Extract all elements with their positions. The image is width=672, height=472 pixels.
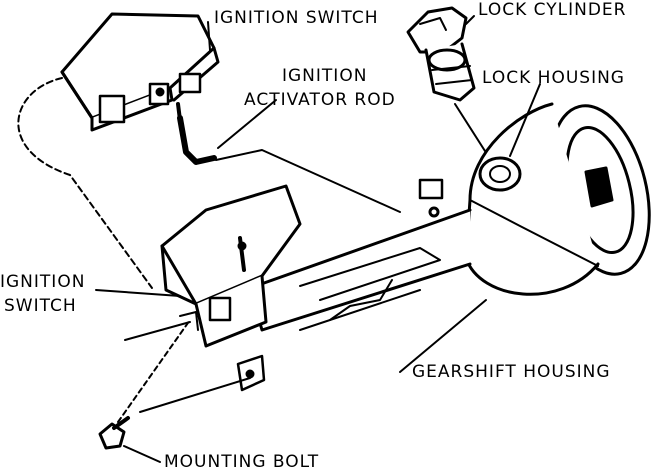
ignition-activator-rod-label-line1: IGNITION — [282, 66, 368, 86]
ignition-activator-rod-part — [176, 102, 217, 165]
ignition-activator-rod-label-line2: ACTIVATOR ROD — [244, 90, 396, 110]
ignition-switch-label-left-line2: SWITCH — [4, 296, 77, 316]
ignition-switch-label-top: IGNITION SWITCH — [214, 8, 379, 28]
mounting-bolt-label: MOUNTING BOLT — [164, 452, 320, 472]
ignition-switch-label-left-line1: IGNITION — [0, 272, 86, 292]
gearshift-housing-label: GEARSHIFT HOUSING — [412, 362, 611, 382]
ignition-switch-part-installed — [160, 184, 302, 392]
lock-cylinder-part — [406, 6, 476, 102]
lock-cylinder-label: LOCK CYLINDER — [478, 0, 627, 20]
mounting-bolt-part — [98, 416, 130, 450]
ignition-switch-part-top — [60, 12, 220, 132]
lock-housing-label: LOCK HOUSING — [482, 68, 625, 88]
